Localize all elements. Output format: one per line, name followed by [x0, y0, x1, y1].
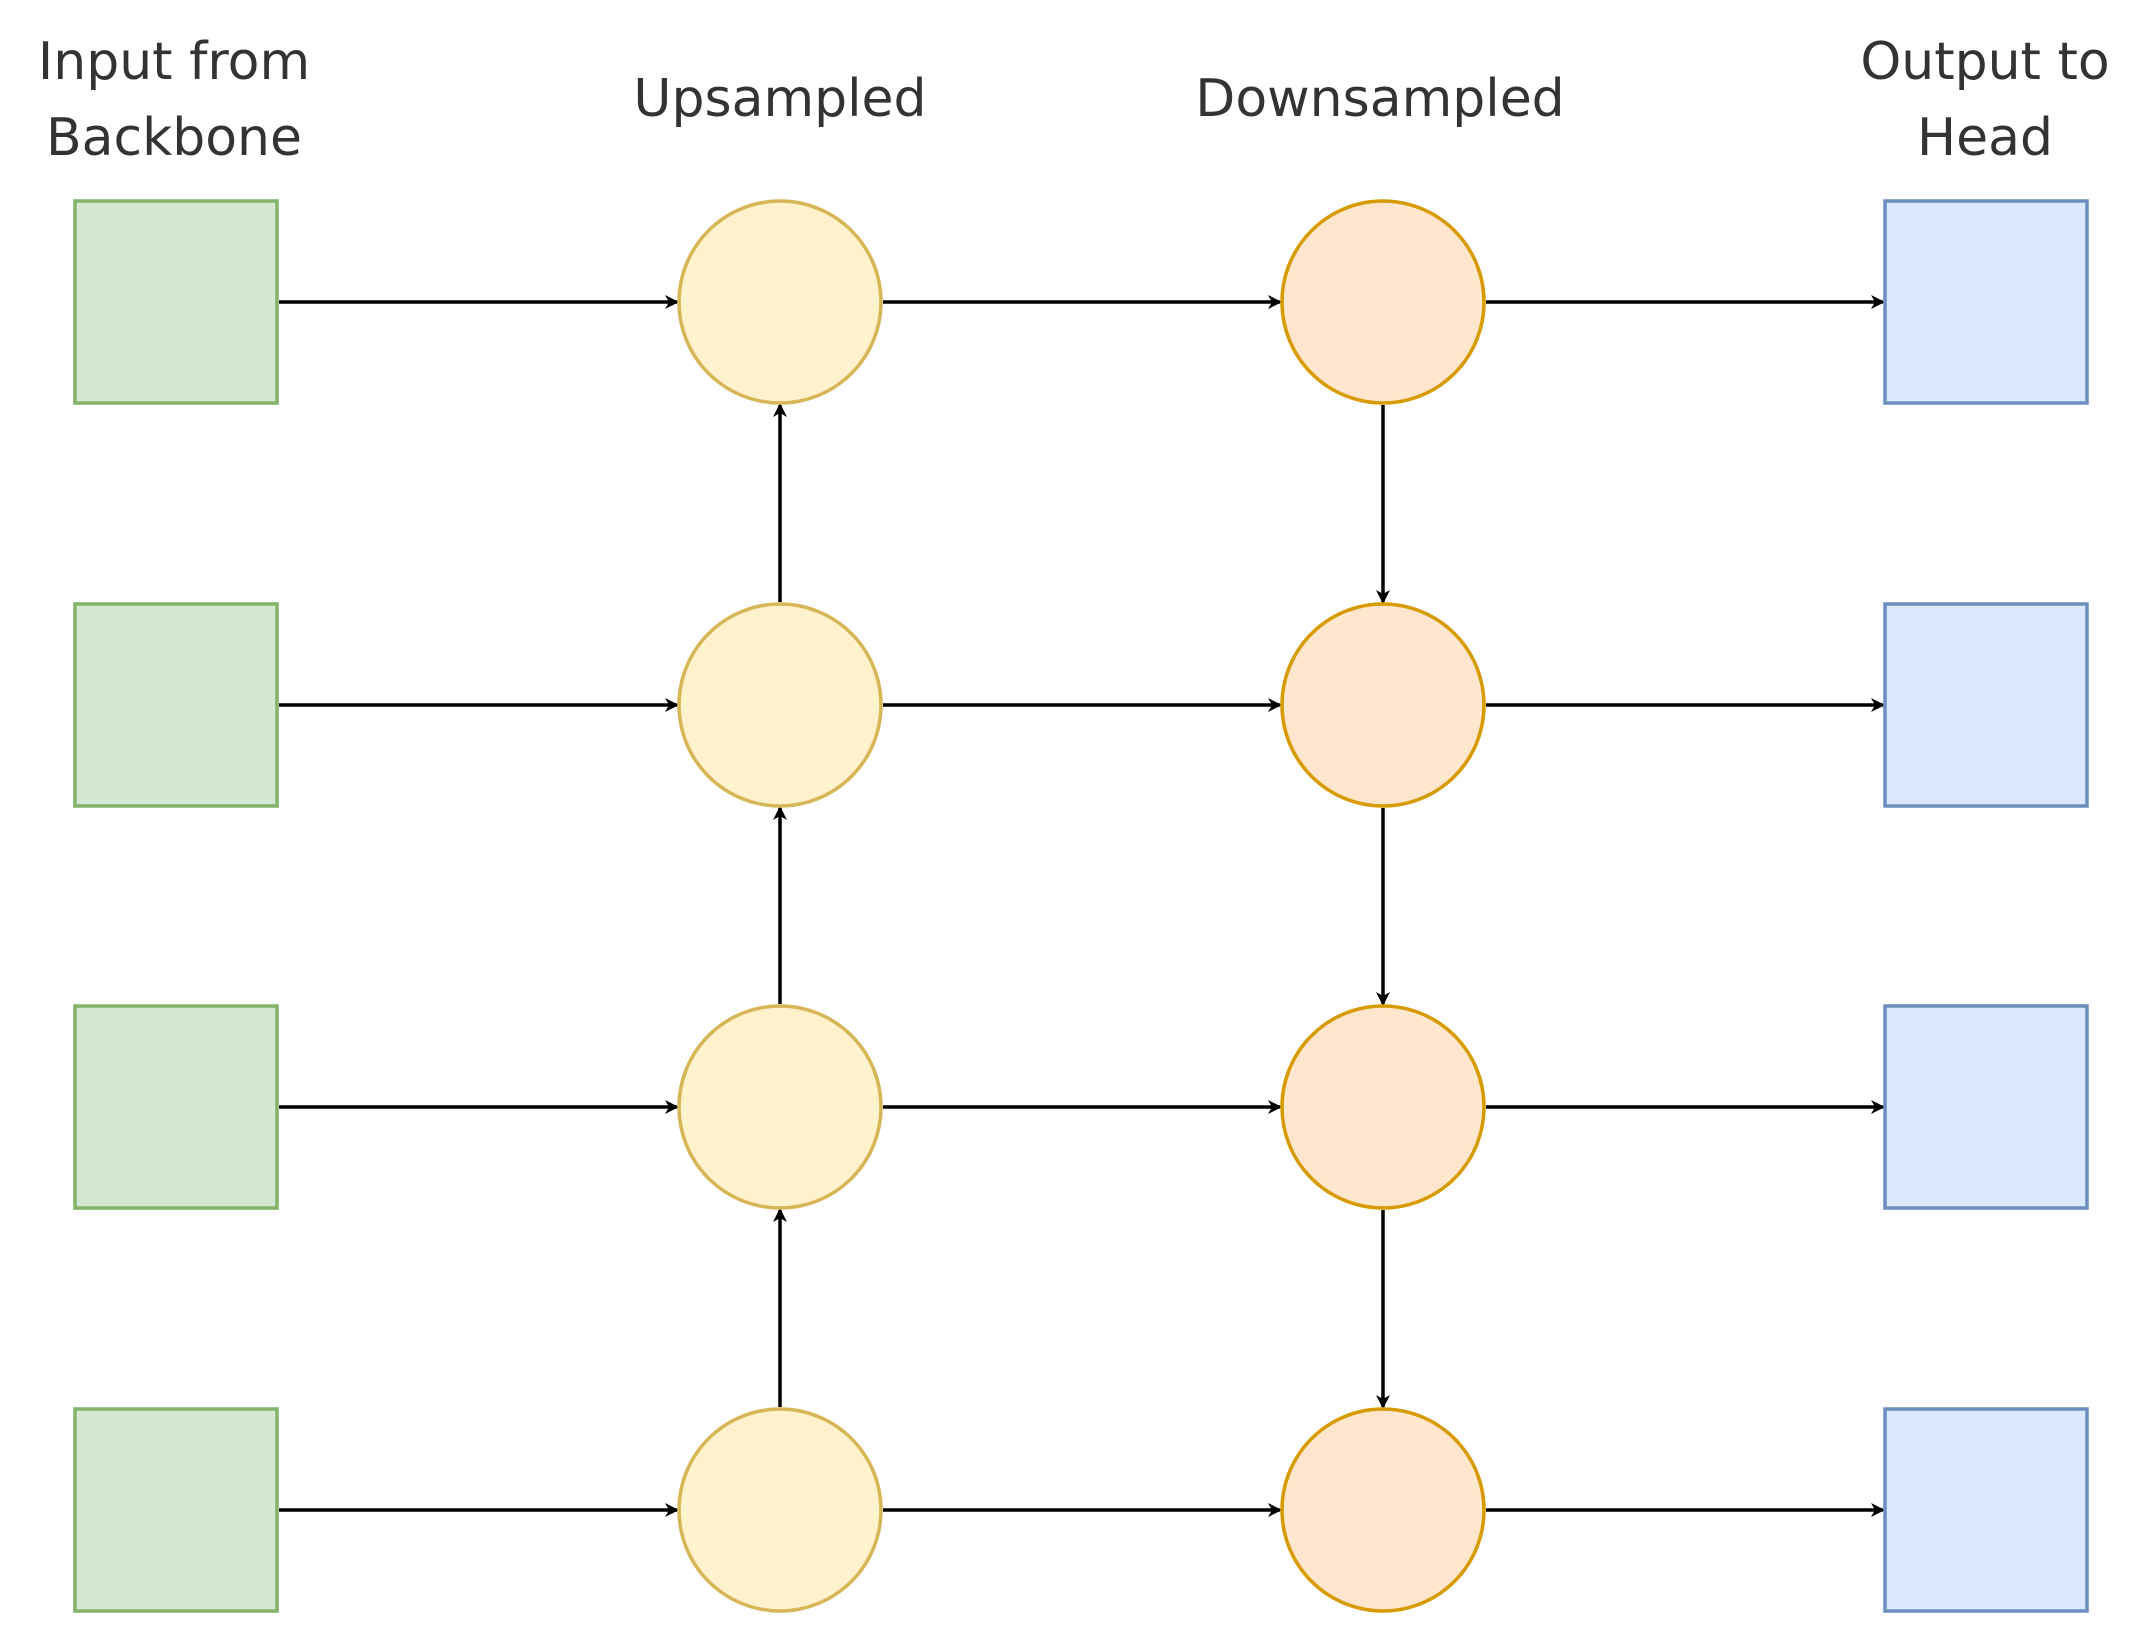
upsampled-node-4: [677, 1407, 883, 1613]
downsampled-label: Downsampled: [1195, 69, 1565, 129]
downsampled-node-2: [1280, 602, 1486, 808]
downsampled-node-4: [1280, 1407, 1486, 1613]
input-column-label: Input from Backbone: [0, 24, 404, 176]
downsampled-column-label: Downsampled: [1150, 61, 1610, 137]
input-node-4: [73, 1407, 279, 1613]
input-node-1: [73, 199, 279, 405]
input-node-2: [73, 602, 279, 808]
edges-layer: [279, 295, 1885, 1517]
output-label-line-1: Output to: [1860, 32, 2110, 92]
input-node-3: [73, 1004, 279, 1210]
upsampled-label: Upsampled: [633, 69, 927, 129]
input-label-line-1: Input from: [37, 32, 311, 92]
upsampled-node-2: [677, 602, 883, 808]
nodes-layer: [73, 199, 2089, 1613]
upsampled-node-1: [677, 199, 883, 405]
upsampled-node-3: [677, 1004, 883, 1210]
output-node-3: [1883, 1004, 2089, 1210]
output-label-line-2: Head: [1917, 108, 2053, 168]
output-node-4: [1883, 1407, 2089, 1613]
downsampled-node-1: [1280, 199, 1486, 405]
input-label-line-2: Backbone: [45, 108, 302, 168]
output-node-1: [1883, 199, 2089, 405]
upsampled-column-label: Upsampled: [550, 61, 1010, 137]
output-column-label: Output to Head: [1755, 24, 2153, 176]
downsampled-node-3: [1280, 1004, 1486, 1210]
output-node-2: [1883, 602, 2089, 808]
